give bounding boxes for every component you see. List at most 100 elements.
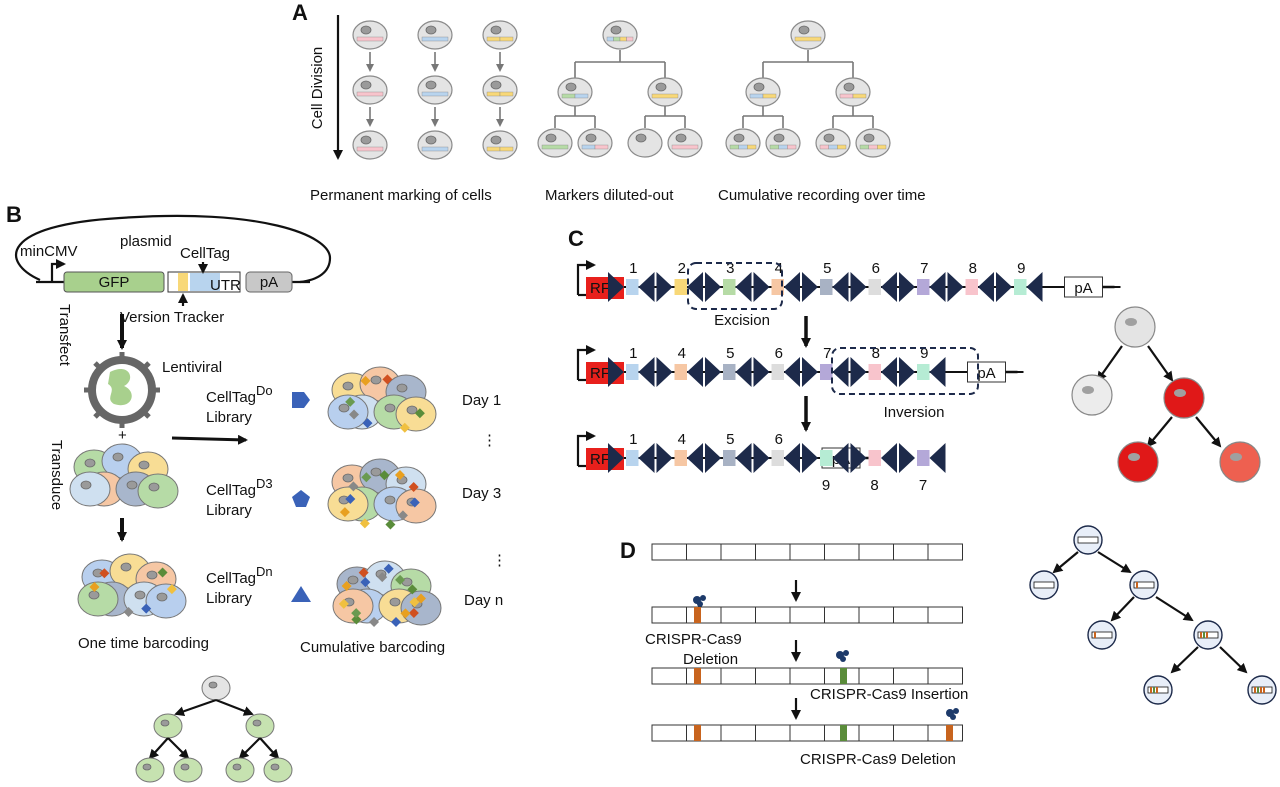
dots-1: ⋮ [482,432,497,449]
tree-cell [153,713,183,739]
svg-text:6: 6 [872,260,880,277]
permanent-marking-columns [352,20,518,160]
barcode-tag-icon [369,617,380,628]
panel-d: D CRISPR-Cas9 Deletion CRISPR-Cas9 Inser… [620,525,1277,768]
marked-cell [352,130,388,160]
promoter-arrow [50,259,66,282]
svg-text:4: 4 [678,345,686,362]
transfect-label: Transfect [56,304,73,367]
crispr-array-rows [651,543,963,742]
barcode-tag-icon [408,482,419,493]
segment-8 [868,364,881,380]
celltag-label: CellTag [180,245,230,262]
panel-d-label: D [620,538,636,563]
root-cell [790,20,826,50]
svg-text:7: 7 [823,345,831,362]
barcode-tag-icon [397,510,408,521]
inversion-label: Inversion [884,404,945,421]
svg-text:4: 4 [678,431,686,448]
cas9-icon [946,708,959,720]
site-triangle-icon [705,272,721,302]
segment-5 [723,450,736,466]
insertion-label: CRISPR-Cas9 Insertion [810,686,968,703]
panel-a: A Cell Division Permanent marking of cel… [292,0,926,204]
segment-4 [674,364,687,380]
deletion1-label: CRISPR-Cas9 [645,631,742,648]
tree-cell [225,757,255,783]
unlabelled-cell [1071,374,1113,416]
cas9-icon [836,650,849,662]
inversion-box [831,347,979,395]
site-triangle-icon [899,357,915,387]
svg-text:CellTagDn: CellTagDn [206,564,273,587]
deletion-edit [694,668,701,684]
cell [1143,675,1173,705]
recombinase-constructs: RFP123456789pARFP1456789pARFP1456pA987 [576,260,1121,494]
day-n-label: Day n [464,592,503,609]
svg-text:9: 9 [1017,260,1025,277]
barcode-tag-icon [157,567,168,578]
deletion2-label: CRISPR-Cas9 Deletion [800,751,956,768]
panel-b: B minCMV plasmid GFP UTR pA CellTag Vers… [6,202,507,783]
tree-cell [245,713,275,739]
deletion1b-label: Deletion [683,651,738,668]
plasmid-loop [15,214,332,284]
pentagon-d3-icon [292,490,310,507]
marked-cell [482,130,518,160]
cumulative-lineage-tree [725,20,891,158]
caption-permanent: Permanent marking of cells [310,187,492,204]
root-cell [1114,306,1156,348]
svg-text:4: 4 [775,260,783,277]
crispr-lineage-tree [1029,525,1277,705]
barcode-tag-icon [359,518,370,529]
one-time-barcoded-cluster [77,553,187,619]
red-cell [1219,441,1261,483]
daughter-cell [647,77,683,107]
barcode-tag-icon [377,572,388,583]
site-triangle-icon [978,272,994,302]
lentiviral-label: Lentiviral [162,359,222,376]
site-triangle-icon [638,443,655,473]
cluster-cell [332,588,374,624]
site-triangle-icon [608,357,624,387]
site-triangle-icon [881,357,897,387]
granddaughter-cell [855,128,891,158]
site-triangle-icon [608,272,624,302]
segment-6 [868,279,881,295]
version-tracker-band [178,273,188,291]
barcode-tag-icon [382,374,393,385]
dots-2: ⋮ [492,552,507,569]
barcode-tag-icon [385,519,396,530]
panel-c-label: C [568,226,584,251]
gfp-box [63,271,165,293]
svg-text:5: 5 [823,260,831,277]
tree-cell [201,675,231,701]
cumulative-cluster-day3 [327,458,437,530]
marked-cell [417,75,453,105]
site-triangle-icon [753,272,770,302]
segment-5 [820,279,833,295]
site-triangle-icon [929,272,946,302]
segment-9 [917,364,930,380]
one-time-caption: One time barcoding [78,635,209,652]
marked-cell [417,130,453,160]
barcode-tag-icon [123,606,134,617]
barcode-tag-icon [399,422,410,433]
svg-text:1: 1 [629,260,637,277]
marked-cell [482,75,518,105]
site-triangle-icon [802,272,818,302]
cluster-cell [327,394,369,430]
site-triangle-icon [638,357,655,387]
segment-1 [626,450,639,466]
barcode-tag-icon [415,593,426,604]
barcode-tag-icon [408,608,419,619]
barcode-tag-icon [339,507,350,518]
site-triangle-icon [850,272,867,302]
granddaughter-cell [537,128,573,158]
barcode-tag-icon [409,597,420,608]
site-triangle-icon [753,357,770,387]
svg-text:8: 8 [969,260,977,277]
caption-diluted: Markers diluted-out [545,187,674,204]
root-cell [1073,525,1103,555]
svg-text:9: 9 [822,477,830,494]
